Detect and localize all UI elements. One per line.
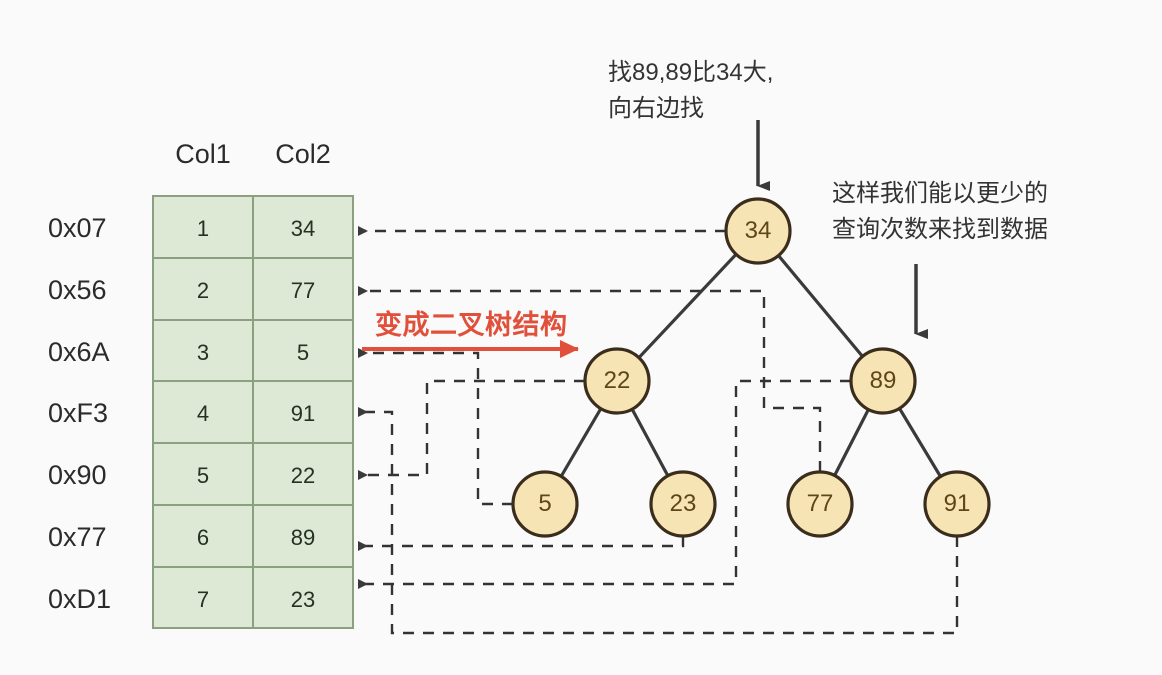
transform-label: 变成二叉树结构 — [375, 310, 568, 340]
table-cell-col1-row5: 5 — [196, 463, 210, 488]
table-cell-col1-row1: 1 — [196, 216, 210, 241]
table-cell-col1-row2: 2 — [196, 278, 210, 303]
table-cell-col1-row6: 6 — [196, 525, 210, 550]
address-label-row2: 0x56 — [48, 275, 107, 305]
table-cell-col2-row3: 5 — [296, 340, 310, 365]
top-note-line1: 找89,89比34大, — [608, 59, 774, 86]
table-cell-col1-row3: 3 — [196, 340, 210, 365]
pointer-link-23 — [358, 536, 685, 551]
tree-node-77[interactable] — [786, 470, 854, 538]
pointer-links — [358, 226, 959, 635]
pointer-link-5 — [358, 348, 513, 506]
table-cell-col2-row4: 91 — [290, 401, 316, 426]
tree-node-34[interactable] — [724, 197, 792, 265]
column-header-col2: Col2 — [275, 139, 331, 169]
table-cell-col2-row5: 22 — [290, 463, 316, 488]
address-label-row6: 0x77 — [48, 522, 107, 552]
column-header-col1: Col1 — [175, 139, 231, 169]
tree-node-5[interactable] — [511, 470, 579, 538]
pointer-link-77 — [358, 286, 822, 472]
address-label-row4: 0xF3 — [48, 398, 109, 428]
pointer-link-89 — [358, 379, 851, 589]
tree-node-89[interactable] — [849, 347, 917, 415]
right-note-line1: 这样我们能以更少的 — [832, 180, 1048, 207]
tree-node-91[interactable] — [923, 470, 991, 538]
right-note-line2: 查询次数来找到数据 — [832, 216, 1048, 243]
tree-nodes — [511, 197, 991, 538]
data-table-grid — [152, 195, 354, 629]
table-cell-col2-row1: 34 — [290, 216, 316, 241]
edge-root-22 — [615, 229, 760, 383]
address-label-row5: 0x90 — [48, 460, 107, 490]
pointer-link-91 — [358, 407, 959, 635]
address-label-row3: 0x6A — [48, 337, 110, 367]
address-label-row1: 0x07 — [48, 213, 107, 243]
address-label-row7: 0xD1 — [48, 584, 112, 614]
table-cell-col2-row2: 77 — [290, 278, 316, 303]
top-note-line2: 向右边找 — [608, 95, 704, 122]
tree-node-23[interactable] — [649, 470, 717, 538]
table-cell-col1-row7: 7 — [196, 587, 210, 612]
table-cell-col2-row6: 89 — [290, 525, 316, 550]
pointer-link-22 — [358, 379, 585, 480]
table-cell-col2-row7: 23 — [290, 587, 316, 612]
table-cell-col1-row4: 4 — [196, 401, 210, 426]
tree-node-22[interactable] — [583, 347, 651, 415]
